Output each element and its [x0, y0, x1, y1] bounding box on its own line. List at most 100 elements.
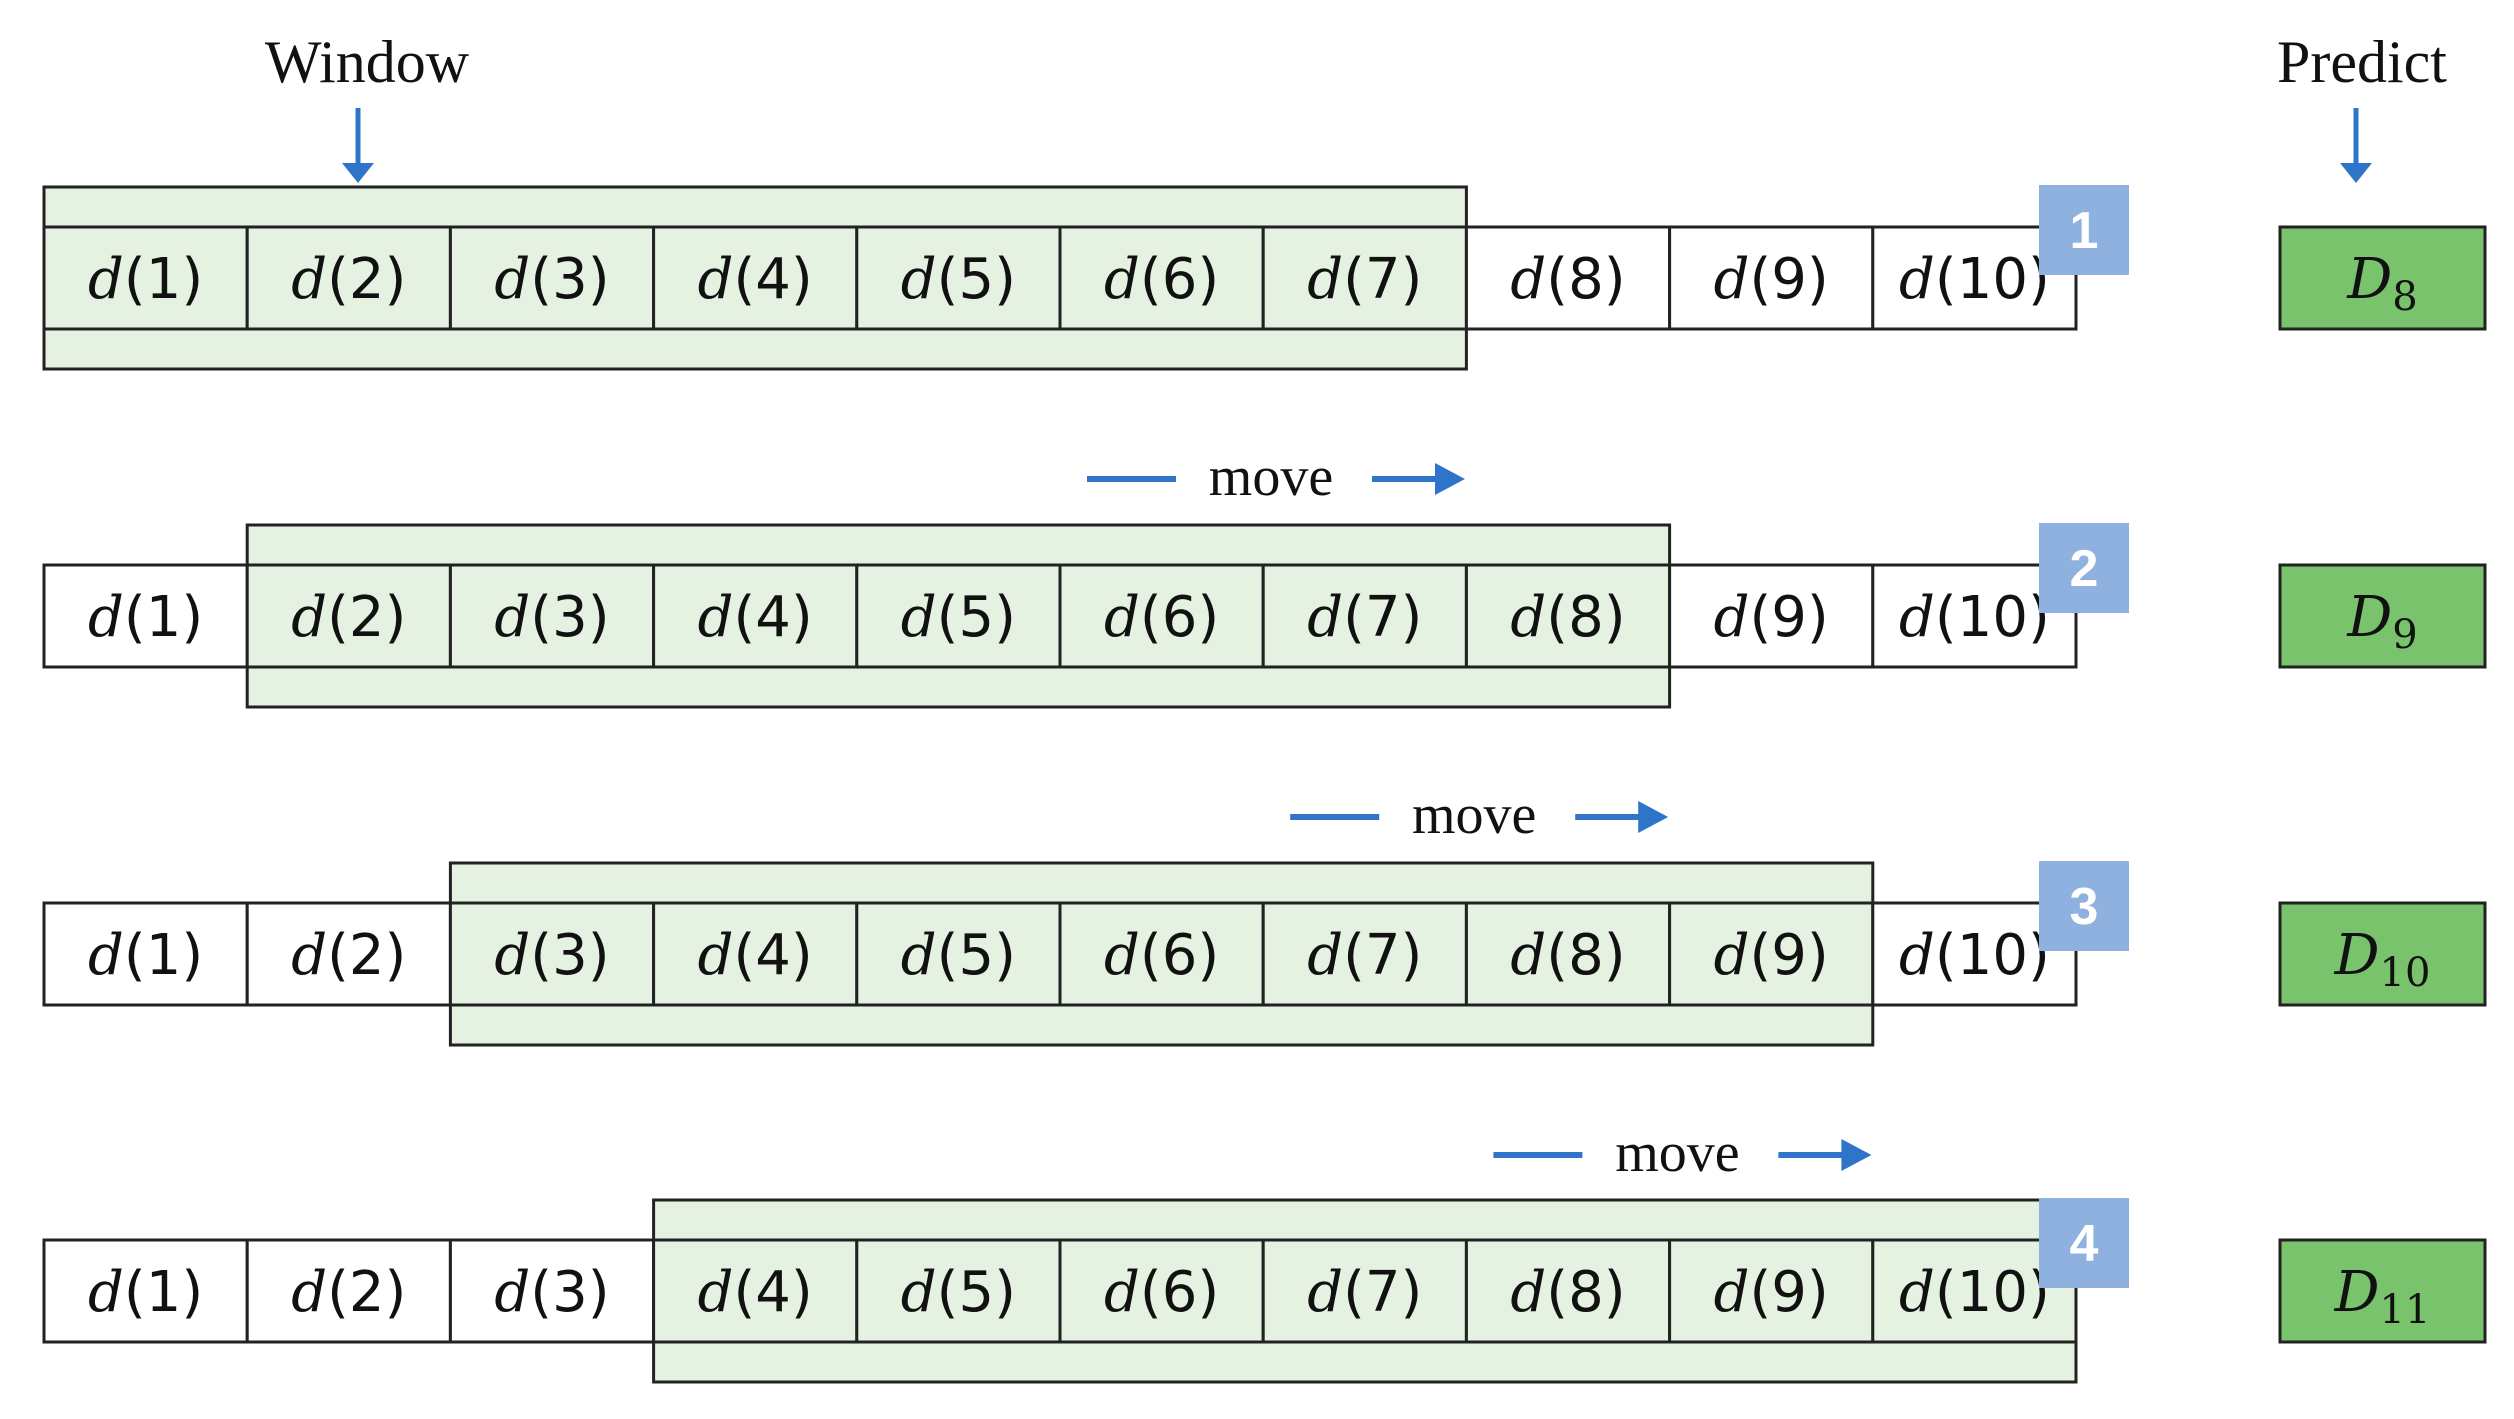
step-badge: [2039, 861, 2129, 951]
sequence-cell: [855, 563, 1062, 669]
sequence-cell: [1261, 1238, 1468, 1344]
cell-label: d(3): [494, 923, 609, 988]
sequence-cell: [1464, 901, 1672, 1007]
cell-label: d(5): [901, 1260, 1016, 1325]
cell-label: d(9): [1714, 247, 1829, 312]
prediction-label: D11: [2334, 1260, 2431, 1333]
step-badge-number: 4: [2070, 1215, 2099, 1273]
cell-label: d(1): [88, 1260, 203, 1325]
cell-label: d(8): [1510, 247, 1625, 312]
predict-label: Predict: [2277, 29, 2447, 95]
sequence-cell: [1668, 901, 1875, 1007]
cell-label: d(4): [698, 247, 813, 312]
step-badge-number: 3: [2070, 878, 2099, 936]
cell-label: d(8): [1510, 1260, 1625, 1325]
sequence-cell: [652, 901, 859, 1007]
cell-label: d(10): [1899, 247, 2050, 312]
sequence-cell: [245, 1238, 452, 1344]
sequence-cell: [448, 901, 656, 1007]
sequence-cell: [1058, 563, 1265, 669]
sequence-cell: [855, 225, 1062, 331]
cell-label: d(7): [1307, 1260, 1422, 1325]
prediction-box: [2278, 563, 2487, 669]
cell-label: d(7): [1307, 585, 1422, 650]
prediction-label: D10: [2334, 923, 2431, 996]
sequence-cell: [1261, 225, 1468, 331]
rows-layer: d(1) d(2) d(3) d(4) d(5) d(6) d(7) d(8) d(9) d(10…: [42, 185, 2487, 1384]
window-down-arrow-icon: [342, 108, 374, 183]
cell-label: d(6): [1104, 923, 1219, 988]
cell-label: d(9): [1714, 923, 1829, 988]
move-indicator: move: [1290, 784, 1669, 846]
sequence-cell: [245, 225, 452, 331]
predict-down-arrow-icon: [2340, 108, 2372, 183]
sequence-cell: [448, 225, 656, 331]
cell-label: d(3): [494, 1260, 609, 1325]
cell-label: d(3): [494, 585, 609, 650]
cell-label: d(5): [901, 585, 1016, 650]
step-badge: [2039, 185, 2129, 275]
sequence-cell: [1668, 225, 1875, 331]
right-arrow-icon: [1435, 463, 1465, 495]
sequence-cell: [42, 901, 249, 1007]
prediction-box: [2278, 901, 2487, 1007]
cell-label: d(10): [1899, 1260, 2050, 1325]
cell-label: d(1): [88, 923, 203, 988]
cell-label: d(6): [1104, 1260, 1219, 1325]
sequence-row: d(1) d(2) d(3) d(4) d(5) d(6) d(7) d(8) d(9) d(10…: [42, 523, 2487, 709]
cell-label: d(7): [1307, 247, 1422, 312]
cell-label: d(9): [1714, 1260, 1829, 1325]
cell-label: d(7): [1307, 923, 1422, 988]
sequence-cell: [1668, 1238, 1875, 1344]
sequence-cell: [1058, 225, 1265, 331]
cell-label: d(1): [88, 247, 203, 312]
step-badge-number: 2: [2070, 540, 2099, 598]
step-badge-number: 1: [2070, 202, 2099, 260]
sequence-row: d(1)d(2)d(3)d(4)d(5)d(6)d(7)d(8)d(9)d(10…: [42, 1198, 2487, 1384]
sequence-cell: [42, 225, 249, 331]
prediction-box: [2278, 1238, 2487, 1344]
move-indicator: move: [1087, 446, 1465, 508]
move-indicator: move: [1493, 1122, 1872, 1184]
cell-label: d(2): [291, 585, 406, 650]
sequence-cell: [245, 563, 452, 669]
sequence-cell: [42, 563, 249, 669]
move-label: move: [1615, 1122, 1739, 1184]
move-label: move: [1209, 446, 1333, 508]
sequence-cell: [448, 563, 656, 669]
sequence-cell: [855, 1238, 1062, 1344]
cell-label: d(8): [1510, 585, 1625, 650]
sequence-cell: [652, 563, 859, 669]
sequence-cell: [652, 1238, 859, 1344]
cell-label: d(1): [88, 585, 203, 650]
cell-label: d(6): [1104, 247, 1219, 312]
cell-label: d(3): [494, 247, 609, 312]
cell-label: d(10): [1899, 923, 2050, 988]
cell-label: d(2): [291, 247, 406, 312]
right-arrow-icon: [1841, 1139, 1872, 1171]
sequence-cell: [1464, 1238, 1672, 1344]
sequence-row: d(1)d(2)d(3)d(4)d(5)d(6)d(7)d(8)d(9)d(10…: [42, 861, 2487, 1047]
cell-label: d(5): [901, 923, 1016, 988]
cell-label: d(4): [698, 923, 813, 988]
prediction-label: D8: [2346, 247, 2417, 320]
cell-label: d(2): [291, 923, 406, 988]
cell-label: d(9): [1714, 585, 1829, 650]
cell-label: d(4): [698, 585, 813, 650]
cell-label: d(6): [1104, 585, 1219, 650]
sequence-cell: [1261, 563, 1468, 669]
right-arrow-icon: [1638, 801, 1669, 833]
cell-label: d(2): [291, 1260, 406, 1325]
window-label: Window: [265, 29, 470, 95]
sequence-cell: [1668, 563, 1875, 669]
sequence-cell: [1464, 225, 1672, 331]
move-label: move: [1412, 784, 1536, 846]
prediction-box: [2278, 225, 2487, 331]
prediction-label: D9: [2346, 585, 2417, 658]
cell-label: d(10): [1899, 585, 2050, 650]
sequence-row: d(1)d(2)d(3)d(4)d(5)d(6)d(7)d(8)d(9)d(10…: [42, 185, 2487, 371]
sequence-cell: [1261, 901, 1468, 1007]
step-badge: [2039, 1198, 2129, 1288]
